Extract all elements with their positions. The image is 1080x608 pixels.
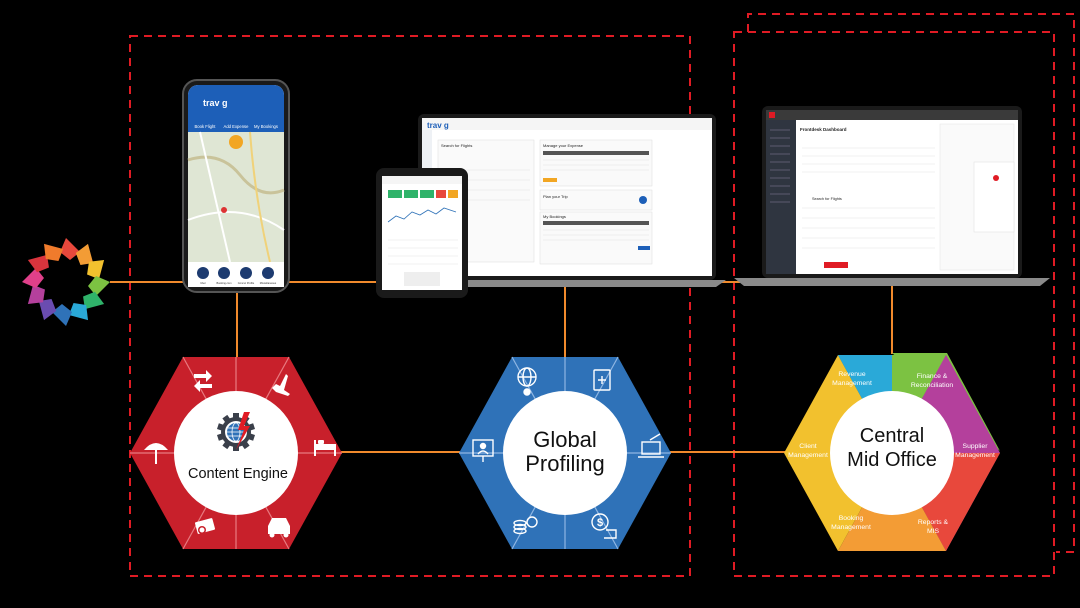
segment-label-client-1: Client	[799, 443, 816, 450]
medical-clipboard-icon	[593, 369, 611, 391]
content-engine-gear-icon	[217, 412, 255, 451]
tablet-kpi-tiles	[388, 190, 458, 198]
gear-tooth	[233, 445, 239, 451]
frame-right-outer	[747, 13, 1075, 553]
phone-bottom-label: Booking.com	[217, 281, 232, 285]
tablet-line-chart	[387, 207, 457, 223]
logo-petal	[60, 238, 80, 260]
phone-brand: trav g	[203, 98, 228, 108]
laptop-right-mockup: Frontdesk Dashboard Search for Flights	[734, 106, 1050, 286]
global-profiling-hexagon: $ Global Profiling	[459, 356, 671, 550]
mid-office-segment-labels: Revenue Management Finance & Reconciliat…	[788, 371, 995, 535]
logo-petal	[38, 299, 57, 321]
dashed-frames	[129, 13, 1075, 577]
phone-tab-add-expense[interactable]: Add Expense	[224, 124, 250, 129]
frame-left	[129, 35, 691, 577]
logo-petal	[27, 284, 45, 304]
segment-label-reports-2: MIS	[927, 528, 940, 535]
segment-label-booking-1: Booking	[839, 515, 864, 522]
phone-bottom-bar: Uber Booking.com Concur Profile Miscella…	[197, 267, 277, 285]
logo-petal	[75, 243, 94, 265]
phone-tab-my-bookings[interactable]: My Bookings	[254, 124, 278, 129]
miscellaneous-icon[interactable]	[262, 267, 274, 279]
smartphone-mockup: trav g Book Flight Add Expense My Bookin…	[182, 79, 290, 293]
uber-icon[interactable]	[197, 267, 209, 279]
segment-label-supplier-2: Management	[955, 452, 995, 459]
panel-plan-trip: Plan your Trip	[543, 194, 568, 199]
laptop-center-panels: Search for Flights Manage your Expense P…	[437, 139, 653, 265]
segment-label-supplier-1: Supplier	[963, 443, 989, 450]
panel-search-flights: Search for Flights	[441, 143, 472, 148]
segment-label-finance-1: Finance &	[917, 373, 948, 380]
laptop-edit-icon	[638, 433, 664, 458]
frame-right	[733, 31, 1055, 577]
logo-petal	[27, 254, 49, 273]
phone-tabs: Book Flight Add Expense My Bookings	[195, 124, 278, 129]
logo-petal	[83, 291, 105, 310]
logo-petal	[68, 303, 88, 321]
mid-office-label-1: Central	[860, 425, 924, 447]
umbrella-icon	[144, 443, 168, 464]
phone-bottom-label: Concur Profile	[238, 281, 255, 285]
bed-icon	[314, 440, 336, 456]
logo-petal	[87, 260, 105, 280]
logo-petal	[88, 276, 110, 296]
content-engine-hexagon: Content Engine	[130, 356, 342, 550]
tablet-mockup	[376, 168, 468, 298]
coins-icon	[513, 516, 538, 535]
phone-map-search-icon[interactable]	[229, 135, 243, 149]
panel-manage-expense: Manage your Expense	[543, 143, 584, 148]
concur-profile-icon[interactable]	[240, 267, 252, 279]
dashboard-search-button[interactable]	[824, 262, 848, 268]
segment-label-finance-2: Reconciliation	[911, 382, 954, 389]
dollar-hand-icon: $	[591, 513, 617, 539]
mid-office-hexagon: Revenue Management Finance & Reconciliat…	[784, 353, 1000, 551]
travclan-pinwheel-logo	[22, 238, 110, 326]
segment-label-reports-1: Reports &	[918, 519, 949, 526]
content-engine-label: Content Engine	[188, 466, 288, 482]
mid-office-label-2: Mid Office	[847, 449, 937, 471]
global-profiling-label-1: Global	[533, 427, 597, 452]
laptop-center-brand: trav g	[427, 121, 449, 130]
svg-text:$: $	[597, 517, 603, 529]
phone-bottom-label: Uber	[200, 281, 206, 285]
presentation-icon	[472, 439, 494, 462]
logo-petal	[44, 243, 64, 261]
segment-label-client-2: Management	[788, 452, 828, 459]
gear-tooth	[233, 413, 239, 419]
dashboard-title: Frontdesk Dashboard	[800, 127, 847, 132]
camera-money-icon	[194, 518, 216, 534]
segment-label-revenue-2: Management	[832, 380, 872, 387]
globe-user-icon	[517, 367, 537, 396]
logo-petal	[22, 268, 44, 288]
segment-label-booking-2: Management	[831, 524, 871, 531]
laptop-center-mockup: trav g Search for Flights Manage your Ex…	[408, 114, 726, 287]
booking-com-icon[interactable]	[218, 267, 230, 279]
panel-my-bookings: My Bookings	[543, 214, 566, 219]
car-icon	[268, 518, 290, 538]
logo-petal	[52, 304, 72, 326]
airplane-icon	[272, 374, 290, 396]
phone-bottom-label: Miscellaneous	[260, 281, 277, 285]
phone-tab-book-flight[interactable]: Book Flight	[195, 124, 217, 129]
segment-label-revenue-1: Revenue	[838, 371, 865, 378]
exchange-icon	[194, 370, 212, 392]
dashboard-panel-title: Search for Flights	[812, 197, 842, 201]
phone-map	[188, 132, 284, 262]
global-profiling-label-2: Profiling	[525, 451, 604, 476]
